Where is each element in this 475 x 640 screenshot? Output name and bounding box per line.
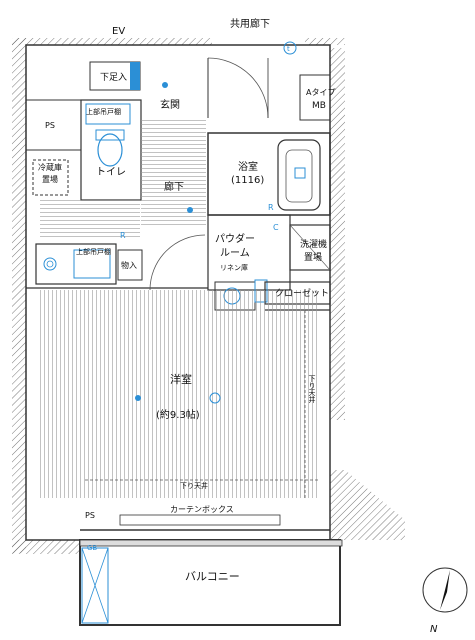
hallway-floor (141, 118, 206, 228)
label-linen: リネン庫 (220, 263, 248, 272)
gb-box (81, 547, 109, 624)
label-washer-2: 置場 (304, 251, 322, 263)
storage-box (117, 249, 143, 281)
bottom-left-wall (12, 540, 80, 554)
toilet-upper-cabinet (85, 103, 131, 125)
label-western-room: 洋室 (170, 372, 192, 386)
label-powder-2: ルーム (220, 247, 250, 259)
label-ps-bottom: PS (85, 511, 95, 520)
shoe-box-marker (130, 62, 140, 90)
label-gb: GB (87, 544, 97, 552)
mb-box (299, 74, 331, 121)
balcony-rail (79, 539, 343, 547)
washer-space (289, 224, 331, 271)
label-lowered-ceiling-right: 下り天井 (308, 375, 316, 404)
bathtub (277, 139, 321, 211)
hall-light (187, 207, 193, 213)
curtain-box (119, 514, 281, 526)
fridge-space (32, 159, 69, 196)
label-closet: クローゼット (275, 287, 329, 299)
label-bathroom: 浴室 (238, 160, 258, 173)
top-wall-left (12, 38, 212, 45)
label-fridge-2: 置場 (42, 174, 58, 184)
label-hallway: 廊下 (164, 180, 184, 193)
left-wall (12, 38, 26, 553)
label-closet-symbol: R (120, 231, 126, 240)
label-bath-size: (1116) (231, 175, 264, 186)
label-entrance: 玄関 (160, 98, 180, 111)
light-point (135, 395, 141, 401)
label-upper-cabinet-kitchen: 上部吊戸棚 (76, 247, 111, 256)
label-curtain-box: カーテンボックス (170, 505, 234, 514)
label-balcony: バルコニー (185, 570, 240, 583)
label-tv: t (287, 45, 290, 53)
label-corridor: 共用廊下 (230, 17, 270, 30)
label-washer-symbol: C (273, 223, 279, 232)
label-shoe-box: 下足入 (100, 72, 127, 83)
north-compass (422, 567, 468, 613)
kitchen-counter (35, 243, 117, 285)
right-bottom-wall (330, 470, 405, 540)
toilet-bowl (97, 133, 123, 167)
label-ps-top: PS (45, 121, 55, 130)
label-ev: EV (112, 26, 125, 37)
entrance-door-swing (207, 57, 269, 119)
entrance-light (162, 82, 168, 88)
label-bath-symbol: R (268, 203, 274, 212)
right-wall (330, 48, 345, 420)
label-fridge-1: 冷蔵庫 (38, 162, 62, 172)
room-door-swing (149, 234, 206, 291)
top-wall-right (305, 38, 345, 45)
kitchen-floor (40, 200, 140, 240)
label-lowered-ceiling-bottom: 下り天井 (180, 481, 208, 490)
label-powder-1: パウダー (215, 232, 255, 245)
label-mb: MB (312, 101, 326, 111)
tv-icon (283, 41, 297, 55)
ceiling-light (209, 392, 221, 404)
label-upper-cabinet-toilet: 上部吊戸棚 (86, 107, 121, 116)
label-a-type: Aタイプ (306, 88, 335, 97)
label-washer-1: 洗濯機 (300, 238, 327, 250)
label-toilet: トイレ (96, 167, 126, 178)
toilet-tank (95, 129, 125, 141)
label-north: N (430, 624, 438, 635)
western-room-floor (40, 290, 320, 498)
label-storage: 物入 (121, 260, 137, 270)
label-room-size: (約9.3帖) (156, 408, 200, 421)
